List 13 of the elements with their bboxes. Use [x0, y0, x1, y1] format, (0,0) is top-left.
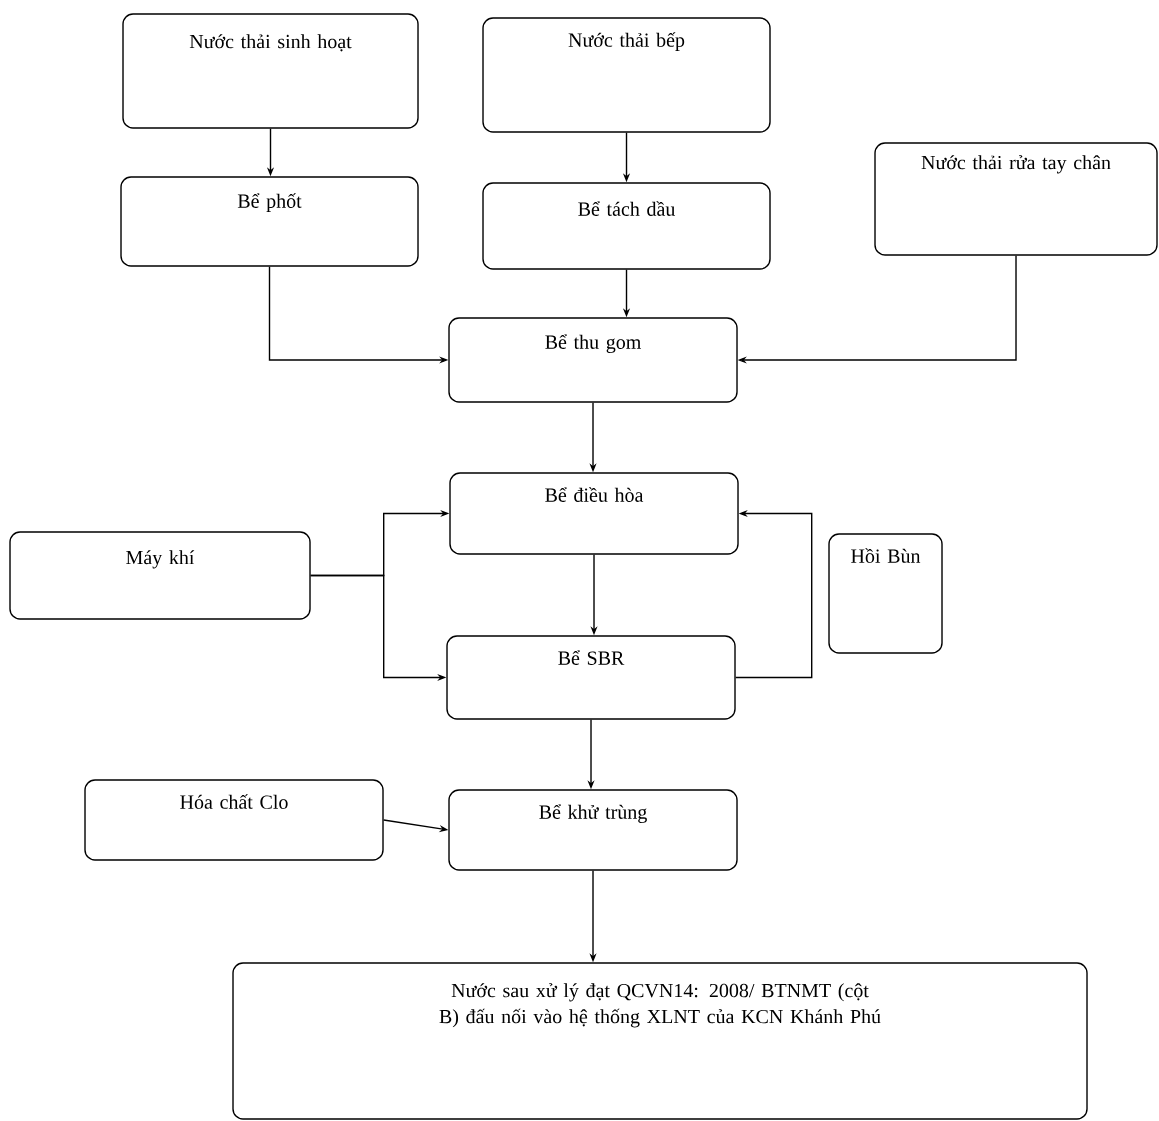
process-box: Nước thải sinh hoạt	[122, 13, 419, 129]
process-box: Máy khí	[9, 531, 311, 620]
process-box: Bể điều hòa	[449, 472, 739, 555]
process-box: Bể phốt	[120, 176, 419, 267]
process-box: Hồi Bùn	[828, 533, 943, 654]
process-box: Nước thải rửa tay chân	[874, 142, 1158, 256]
process-box: Bể khử trùng	[448, 789, 738, 871]
process-box: Nước sau xử lý đạt QCVN14: 2008/ BTNMT (cột B) đấu nối vào hệ thống XLNT của KCN Khánh Phú	[232, 962, 1088, 1120]
process-box: Bể thu gom	[448, 317, 738, 403]
process-box: Nước thải bếp	[482, 17, 771, 133]
process-box: Bể tách dầu	[482, 182, 771, 270]
process-box: Bể SBR	[446, 635, 736, 720]
process-box: Hóa chất Clo	[84, 779, 384, 861]
